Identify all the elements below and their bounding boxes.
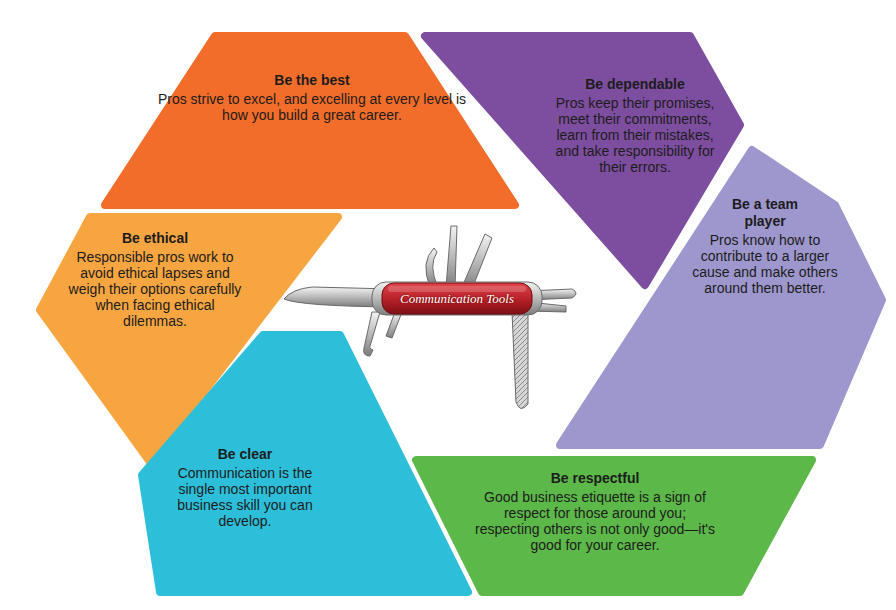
text-block: Be respectfulGood business etiquette is …	[470, 470, 720, 553]
principle-segment: Be respectfulGood business etiquette is …	[408, 452, 820, 600]
segment-body: Pros know how to contribute to a larger …	[690, 232, 840, 296]
segment-outline	[416, 460, 812, 592]
segment-heading: Be ethical	[75, 230, 235, 247]
segment-body: Pros keep their promises, meet their com…	[546, 95, 724, 175]
text-block: Be clearCommunication is the single most…	[160, 446, 330, 529]
segment-heading: Be clear	[160, 446, 330, 463]
text-block: Be a team playerPros know how to contrib…	[690, 196, 840, 296]
segment-heading: Be a team player	[715, 196, 815, 230]
segment-heading: Be the best	[162, 72, 462, 89]
text-block: Be dependablePros keep their promises, m…	[546, 76, 724, 175]
segment-body: Responsible pros work to avoid ethical l…	[66, 249, 244, 329]
segment-heading: Be respectful	[470, 470, 720, 487]
segment-body: Pros strive to excel, and excelling at e…	[152, 91, 472, 123]
text-block: Be ethicalResponsible pros work to avoid…	[66, 230, 244, 329]
segment-body: Good business etiquette is a sign of res…	[470, 489, 720, 553]
principle-segment: Be a team playerPros know how to contrib…	[552, 142, 890, 453]
handle-label: Communication Tools	[382, 291, 532, 307]
segment-heading: Be dependable	[555, 76, 715, 93]
segment-body: Communication is the single most importa…	[160, 465, 330, 529]
segment-outline	[560, 150, 882, 445]
text-block: Be the bestPros strive to excel, and exc…	[152, 72, 472, 123]
segment-shape	[552, 142, 890, 453]
